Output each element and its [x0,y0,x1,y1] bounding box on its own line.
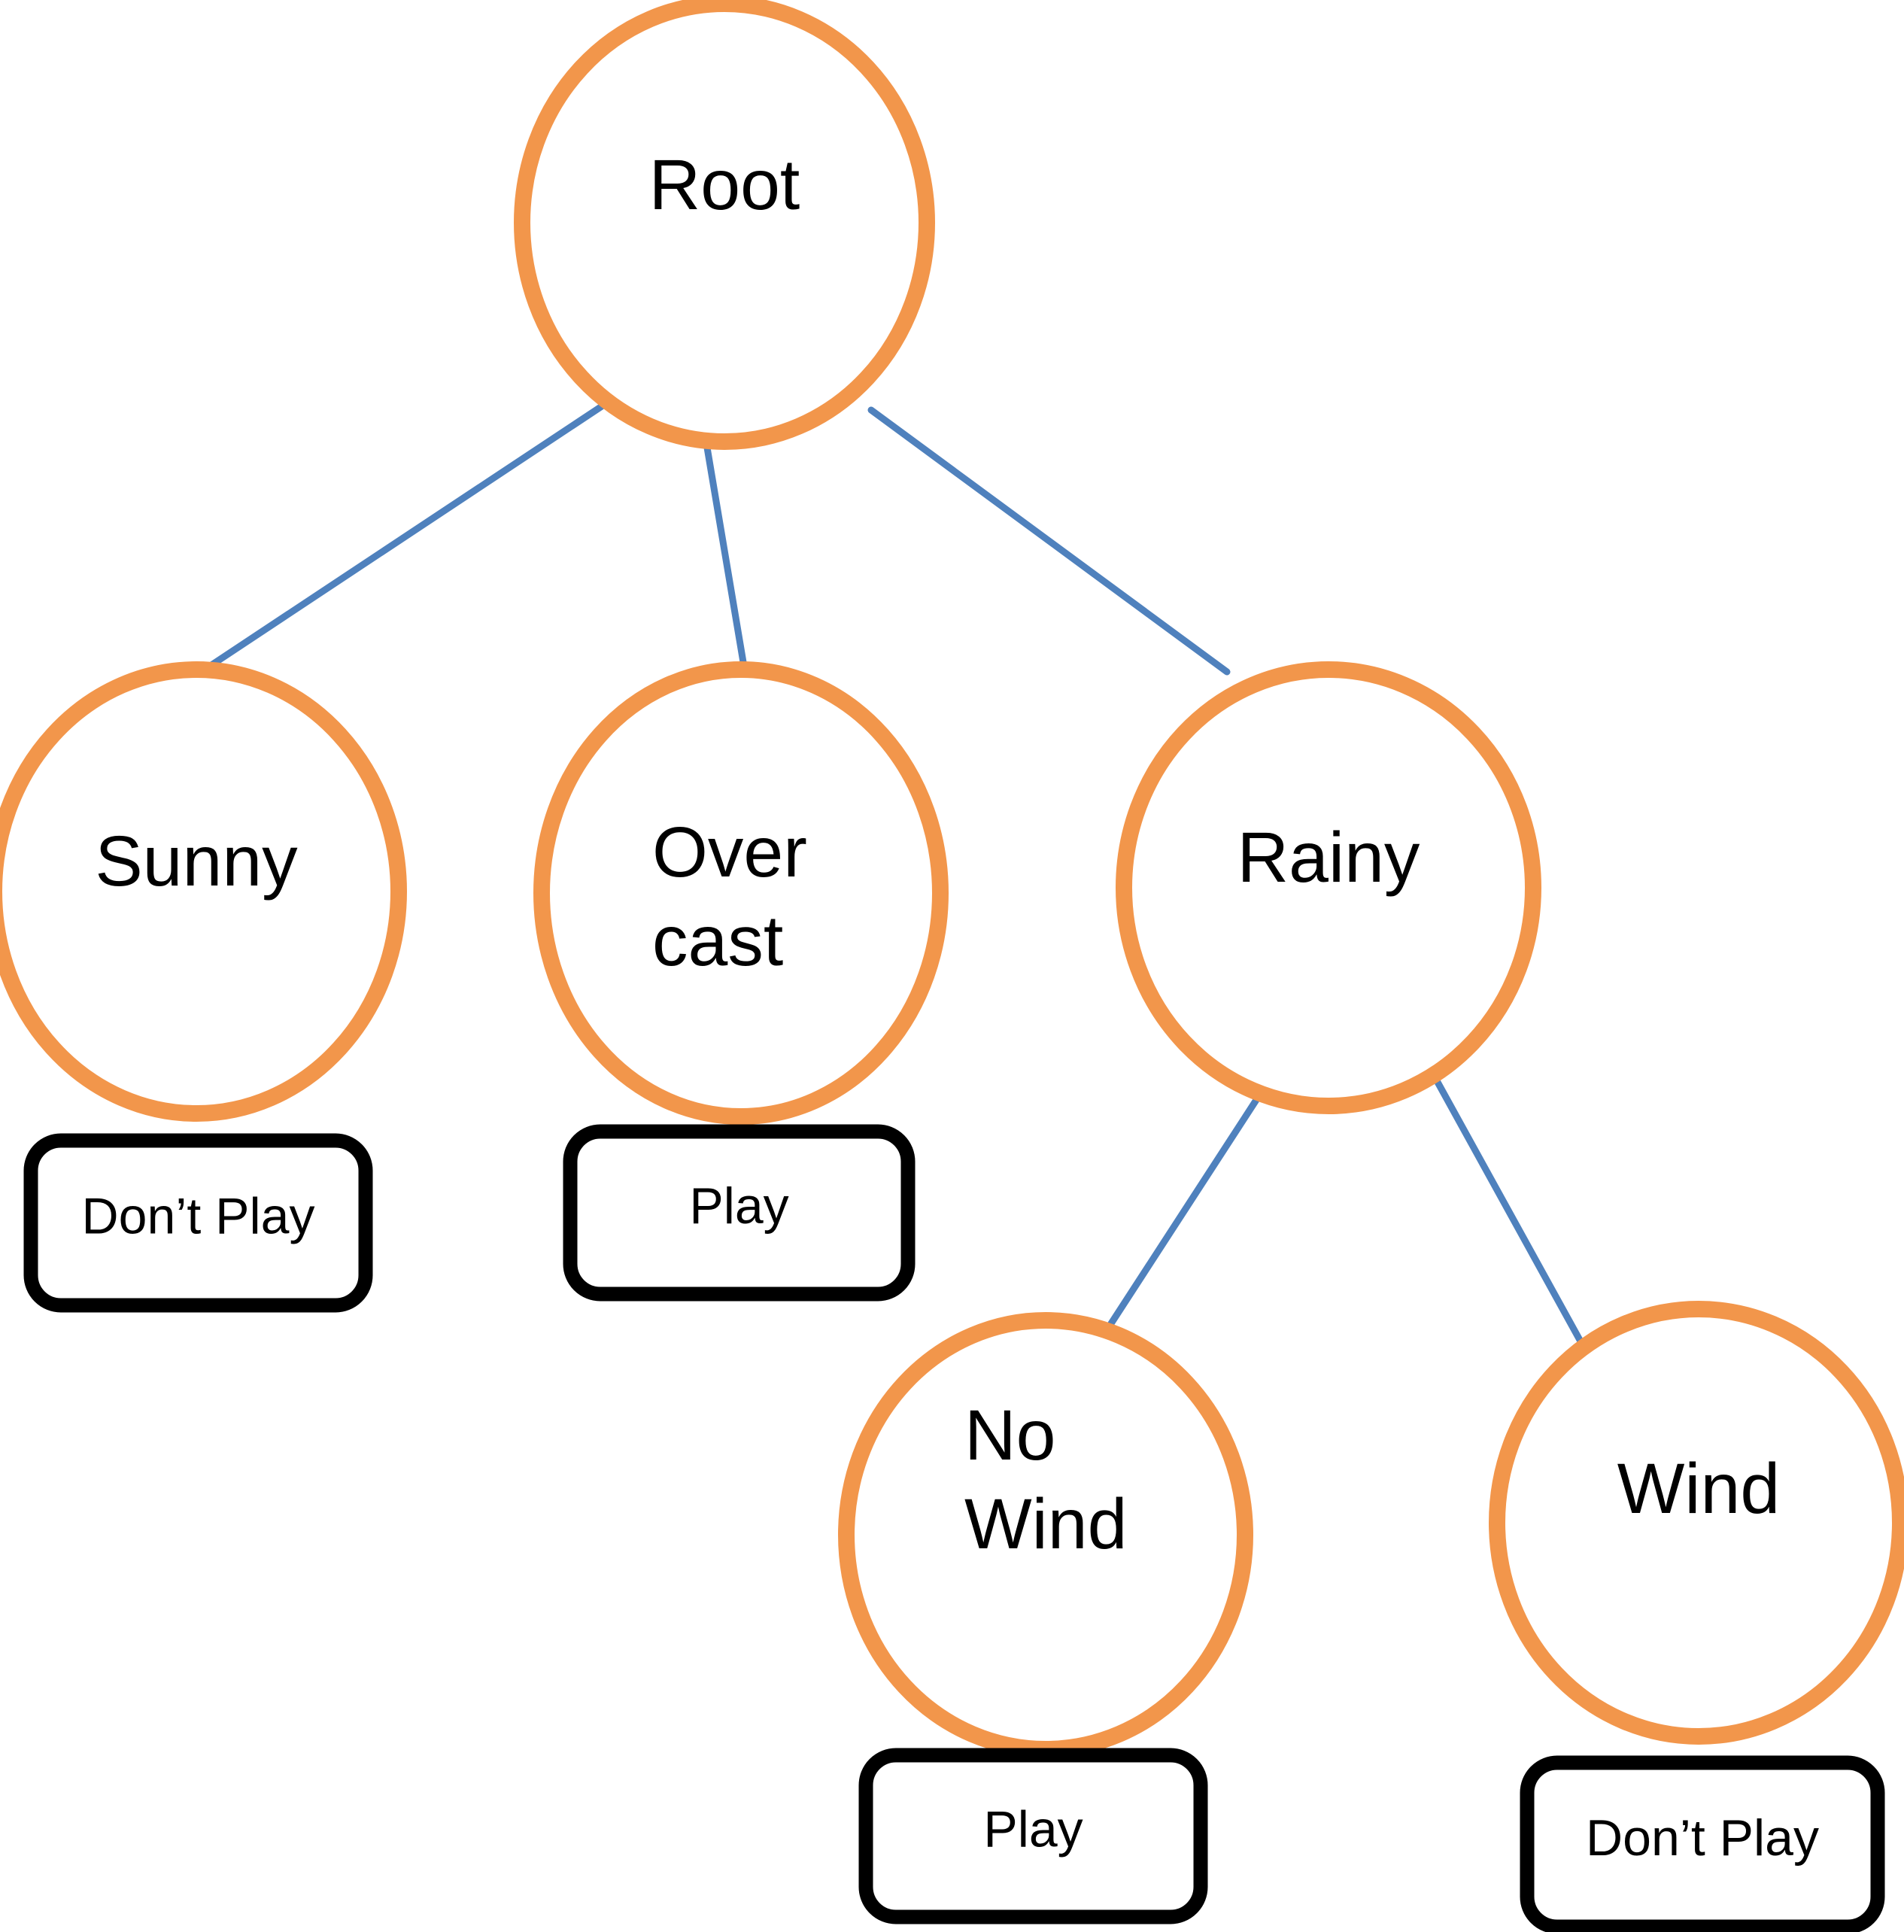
node-nowind-label: No [964,1396,1055,1475]
node-overcast-circle [533,661,949,1125]
box-play-nowind-label: Play [983,1801,1083,1858]
node-root-label: Root [649,145,800,225]
edge-root-to-overcast [703,444,749,675]
node-wind-label: Wind [1617,1449,1780,1529]
node-rainy-circle [1116,661,1541,1114]
node-nowind-label: Wind [964,1484,1127,1564]
edge-root-to-sunny [201,399,610,673]
node-wind-circle [1489,1301,1904,1745]
box-play-overcast-label: Play [689,1177,788,1235]
node-root-circle [514,0,935,450]
edge-root-to-rainy [867,406,1231,676]
box-dont-play-sunny-label: Don’t Play [82,1188,315,1245]
box-dont-play-wind [1520,1755,1885,1932]
node-overcast-label: cast [652,901,783,981]
box-play-nowind [858,1748,1208,1924]
box-dont-play-sunny [23,1133,373,1313]
box-play-overcast [563,1124,916,1302]
node-overcast-label: Over [652,813,807,892]
node-sunny-label: Sunny [95,822,298,901]
node-rainy-label: Rainy [1237,818,1420,898]
node-sunny-circle [0,661,407,1122]
edge-rainy-to-nowind [1102,1096,1260,1335]
edge-rainy-to-wind [1423,1059,1592,1359]
box-dont-play-wind-label: Don’t Play [1586,1809,1819,1867]
